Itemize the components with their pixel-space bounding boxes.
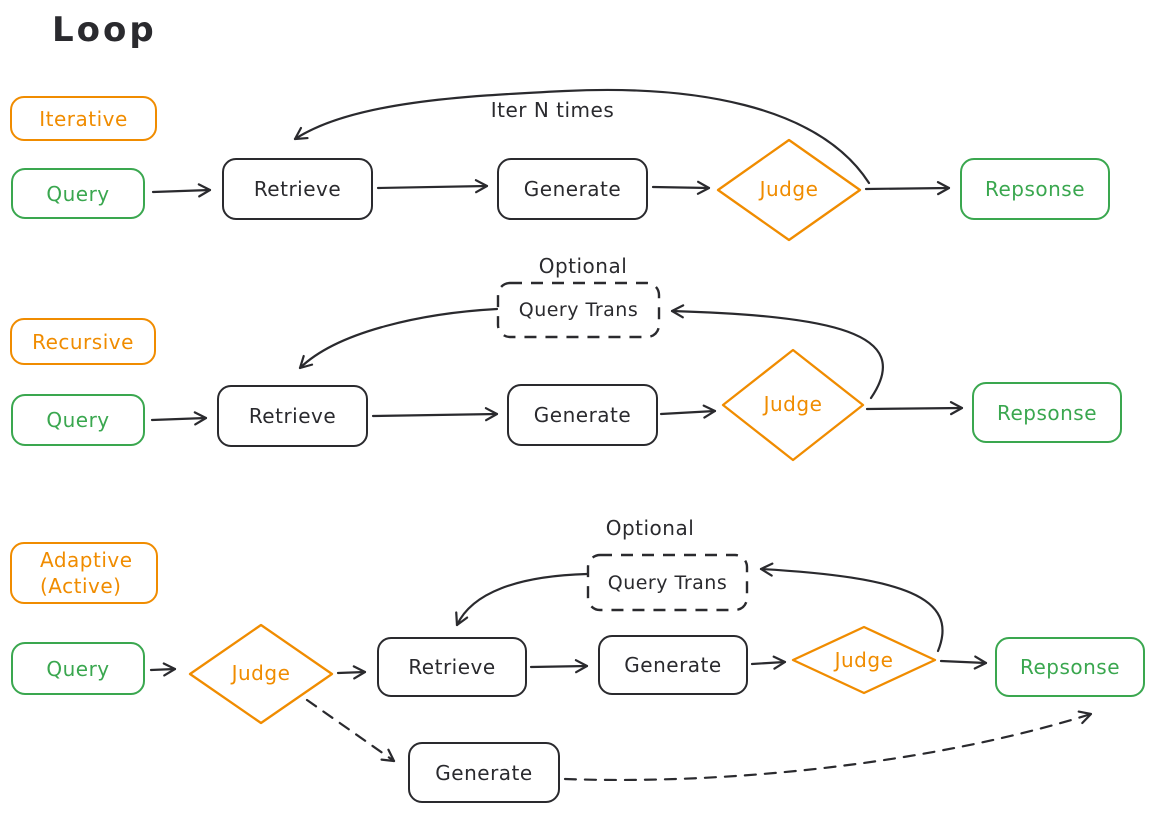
node-judge-post-adaptive-label: Judge [834, 648, 894, 672]
connector-querytrans-retrieve-recursive[interactable] [298, 307, 499, 370]
connector-retrieve-generate-iterative[interactable] [376, 179, 489, 194]
connector-judge-response-adaptive[interactable] [939, 655, 988, 670]
node-query-iterative[interactable]: Query [11, 168, 145, 219]
node-query-trans-recursive-label: Query Trans [518, 299, 639, 321]
node-response-iterative-label: Repsonse [984, 177, 1086, 201]
connector-judge-querytrans-adaptive[interactable] [759, 562, 944, 653]
connector-retrieve-generate-recursive[interactable] [371, 407, 499, 422]
connector-generate-judge-iterative[interactable] [651, 180, 711, 195]
connector-generate-judge-adaptive[interactable] [750, 655, 787, 670]
node-response-recursive-label: Repsonse [996, 400, 1098, 425]
tag-iterative[interactable]: Iterative [10, 96, 157, 141]
node-judge-pre-adaptive-label: Judge [231, 661, 291, 685]
node-generate-recursive[interactable]: Generate [507, 384, 658, 446]
connector-generate-judge-recursive[interactable] [659, 404, 717, 419]
tag-adaptive-line1: Adaptive [40, 548, 133, 572]
node-retrieve-adaptive[interactable]: Retrieve [377, 637, 527, 697]
tag-recursive[interactable]: Recursive [10, 318, 156, 365]
tag-adaptive-line2: (Active) [40, 574, 122, 598]
connector-query-retrieve-recursive[interactable] [150, 411, 208, 426]
node-judge-recursive-label: Judge [763, 392, 823, 416]
node-query-adaptive-label: Query [46, 656, 110, 681]
node-response-recursive[interactable]: Repsonse [972, 382, 1122, 443]
node-query-iterative-label: Query [46, 181, 110, 206]
connector-judge-generate-direct-adaptive[interactable] [305, 698, 396, 763]
node-generate-direct-adaptive[interactable]: Generate [408, 742, 560, 803]
optional-label-adaptive[interactable]: Optional [605, 516, 695, 540]
node-retrieve-recursive[interactable]: Retrieve [217, 385, 368, 447]
diagram-title[interactable]: Loop [52, 10, 157, 50]
connector-judge-retrieve-adaptive[interactable] [336, 665, 367, 680]
node-query-trans-adaptive-label: Query Trans [607, 571, 728, 594]
node-judge-iterative-label: Judge [759, 177, 819, 201]
node-generate-iterative[interactable]: Generate [497, 158, 648, 220]
node-response-adaptive-label: Repsonse [1019, 655, 1121, 679]
tag-iterative-label: Iterative [39, 106, 128, 131]
node-retrieve-adaptive-label: Retrieve [408, 655, 496, 679]
node-generate-recursive-label: Generate [533, 403, 632, 427]
node-response-adaptive[interactable]: Repsonse [995, 637, 1145, 697]
connector-generate-direct-response-adaptive[interactable] [563, 710, 1093, 782]
connector-judge-response-iterative[interactable] [864, 181, 951, 196]
loop-count-label[interactable]: Iter N times [490, 98, 615, 122]
node-query-recursive[interactable]: Query [11, 394, 145, 446]
connector-judge-querytrans-recursive[interactable] [670, 304, 884, 400]
node-retrieve-recursive-label: Retrieve [248, 404, 337, 428]
node-query-recursive-label: Query [46, 408, 110, 432]
connector-query-judge-adaptive[interactable] [149, 662, 177, 677]
node-response-iterative[interactable]: Repsonse [960, 158, 1110, 220]
node-retrieve-iterative[interactable]: Retrieve [222, 158, 373, 220]
node-generate-adaptive[interactable]: Generate [598, 635, 748, 695]
node-generate-iterative-label: Generate [523, 177, 622, 201]
connector-retrieve-generate-adaptive[interactable] [529, 659, 589, 674]
node-generate-direct-adaptive-label: Generate [435, 760, 533, 785]
optional-label-recursive[interactable]: Optional [538, 254, 628, 278]
tag-adaptive[interactable]: Adaptive (Active) [10, 542, 158, 604]
node-query-adaptive[interactable]: Query [11, 642, 145, 695]
connector-querytrans-retrieve-adaptive[interactable] [455, 572, 589, 627]
tag-recursive-label: Recursive [32, 329, 134, 354]
node-retrieve-iterative-label: Retrieve [253, 177, 342, 201]
connector-query-retrieve-iterative[interactable] [151, 183, 212, 198]
node-generate-adaptive-label: Generate [624, 653, 722, 677]
connector-judge-response-recursive[interactable] [865, 401, 964, 416]
